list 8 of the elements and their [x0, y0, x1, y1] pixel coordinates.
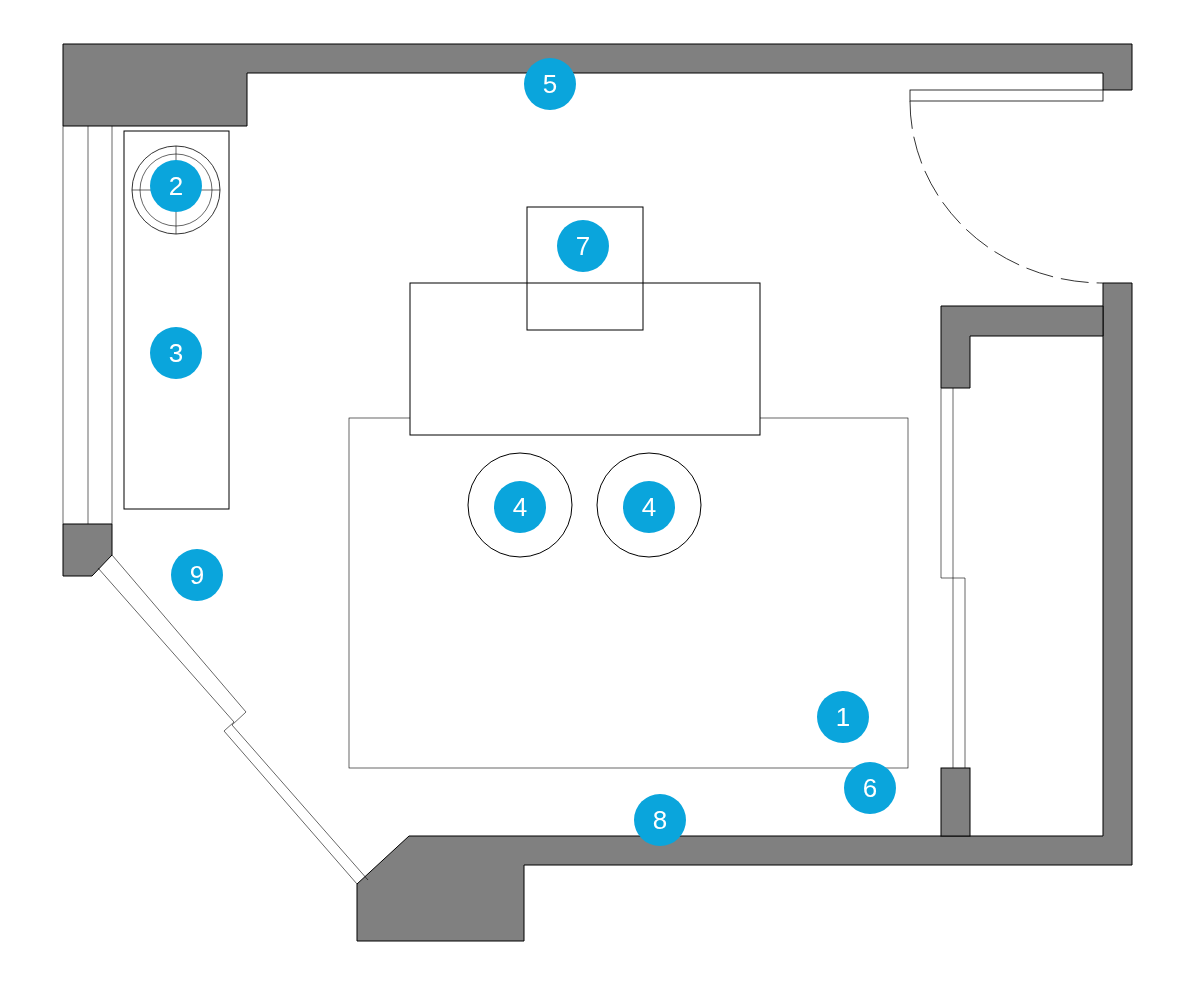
callout-number: 5 [524, 58, 576, 110]
callout-number: 8 [634, 794, 686, 846]
callout-number: 7 [557, 220, 609, 272]
callout-number: 1 [817, 691, 869, 743]
callout-number: 6 [844, 762, 896, 814]
callout-number: 2 [150, 160, 202, 212]
callout-number: 3 [150, 327, 202, 379]
callout-number: 9 [171, 549, 223, 601]
